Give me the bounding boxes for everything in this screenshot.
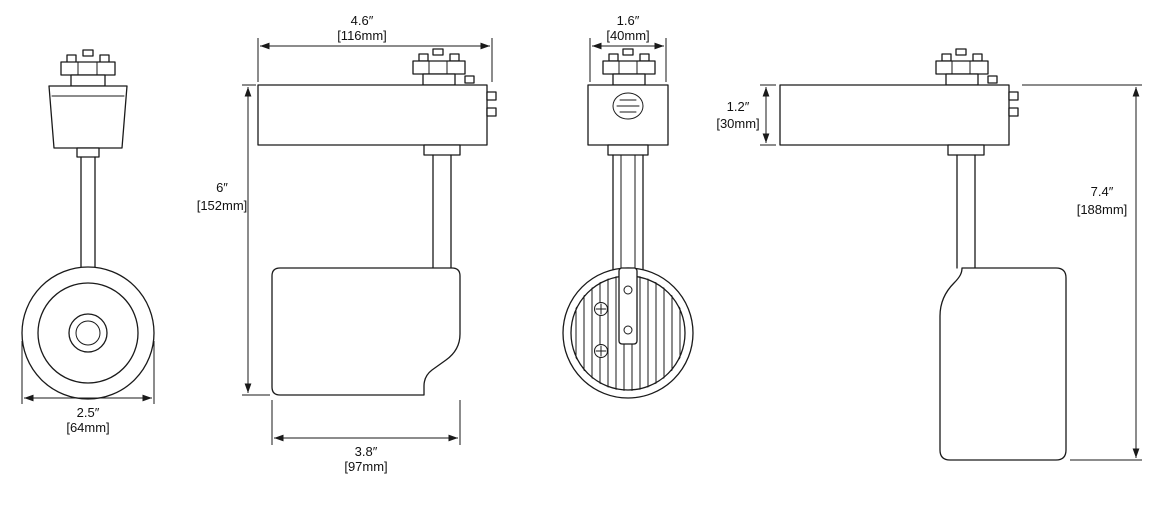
yoke-bar xyxy=(618,267,638,345)
head-front-view: 1.6″ [40mm] xyxy=(562,13,694,399)
stem xyxy=(947,144,985,269)
lamp-body xyxy=(939,267,1067,461)
dim-total-height-inches: 7.4″ xyxy=(1091,184,1114,199)
track-adapter-icon xyxy=(935,48,998,86)
dim-housing-height: 1.2″ [30mm] xyxy=(716,84,776,146)
side-view: 4.6″ [116mm] 6″ [152mm] 3.8″ [97mm] xyxy=(197,13,497,474)
lamp-body xyxy=(271,267,461,396)
louvered-lamp-face xyxy=(562,267,694,399)
dim-front-width-inches: 2.5″ xyxy=(77,405,100,420)
front-view: 2.5″ [64mm] xyxy=(21,49,155,435)
track-adapter-icon xyxy=(412,48,475,86)
dim-total-height: 7.4″ [188mm] xyxy=(1022,84,1142,461)
dim-total-height-mm: [188mm] xyxy=(1077,202,1128,217)
set-screws xyxy=(1008,91,1019,117)
dim-side-body-mm: [97mm] xyxy=(344,459,387,474)
phillips-screw-icon xyxy=(594,344,608,358)
side-view-down: 1.2″ [30mm] 7.4″ [188mm] xyxy=(716,48,1142,461)
lamp-face xyxy=(21,266,155,400)
dim-side-height: 6″ [152mm] xyxy=(197,84,270,396)
housing xyxy=(257,84,488,146)
dim-head-width-mm: [40mm] xyxy=(606,28,649,43)
phillips-screw-icon xyxy=(594,302,608,316)
housing xyxy=(587,84,669,146)
dim-side-height-mm: [152mm] xyxy=(197,198,248,213)
stem xyxy=(423,144,461,269)
dim-front-width-mm: [64mm] xyxy=(66,420,109,435)
dim-side-width: 4.6″ [116mm] xyxy=(257,13,493,82)
dim-housing-height-inches: 1.2″ xyxy=(727,99,750,114)
track-adapter-icon xyxy=(602,48,656,86)
dim-front-width: 2.5″ [64mm] xyxy=(21,341,155,435)
dim-side-height-inches: 6″ xyxy=(216,180,228,195)
stem xyxy=(80,156,96,268)
canopy xyxy=(48,85,128,158)
dim-side-width-inches: 4.6″ xyxy=(351,13,374,28)
stem xyxy=(607,144,649,277)
dim-side-body: 3.8″ [97mm] xyxy=(271,400,461,474)
dim-head-width: 1.6″ [40mm] xyxy=(589,13,667,82)
dim-head-width-inches: 1.6″ xyxy=(617,13,640,28)
set-screws xyxy=(486,91,497,117)
housing xyxy=(779,84,1010,146)
dim-side-width-mm: [116mm] xyxy=(337,28,387,43)
dim-side-body-inches: 3.8″ xyxy=(355,444,378,459)
dim-housing-height-mm: [30mm] xyxy=(716,116,759,131)
track-adapter-icon xyxy=(60,49,116,87)
